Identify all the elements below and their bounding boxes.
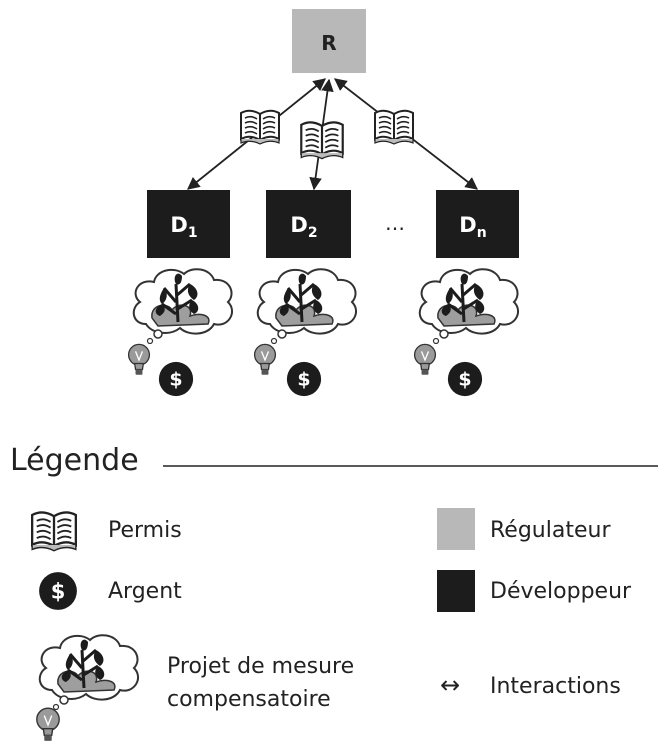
dollar-coin-icon (158, 361, 194, 397)
svg-text:D2: D2 (290, 213, 317, 241)
lightbulb-icon (127, 343, 151, 376)
ellipsis: … (385, 211, 405, 235)
developer-subscript: 1 (188, 225, 198, 241)
plant-cloud-icon (132, 267, 234, 344)
developer-subscript: n (477, 225, 487, 241)
legend-interactions-symbol: ↔ (440, 671, 460, 699)
dollar-coin-icon (286, 361, 322, 397)
developer-node-n: Dn (436, 190, 519, 258)
regulator-label: R (321, 31, 336, 55)
permit-icon (240, 109, 280, 145)
legend-developer-swatch (437, 570, 475, 612)
developer-node-2: D2 (266, 190, 351, 258)
legend-permit-label: Permis (108, 518, 182, 543)
svg-text:D1: D1 (170, 213, 197, 241)
developer-label: D (170, 213, 187, 237)
legend-regulator-label: Régulateur (490, 518, 611, 543)
plant-cloud-icon (418, 267, 520, 344)
legend: Légende Permis Argent Projet de mesure c… (10, 443, 658, 742)
legend-project-label-line2: compensatoire (167, 687, 331, 712)
plant-cloud-icon (38, 633, 140, 710)
open-book-icon (30, 511, 78, 552)
lightbulb-icon (253, 343, 277, 376)
developer-subscript: 2 (308, 225, 318, 241)
dollar-coin-icon (39, 572, 77, 610)
developer-label: D (290, 213, 307, 237)
permit-icon (300, 121, 344, 160)
lightbulb-icon (36, 707, 60, 742)
legend-interactions-label: Interactions (490, 674, 621, 699)
svg-text:Dn: Dn (459, 213, 486, 241)
legend-developer-label: Développeur (490, 579, 632, 604)
legend-regulator-swatch (437, 508, 475, 550)
permit-icon (374, 109, 414, 145)
developer-label: D (459, 213, 476, 237)
dollar-coin-icon (447, 361, 483, 397)
regulator-node: R (292, 9, 366, 73)
legend-title: Légende (10, 443, 139, 478)
lightbulb-icon (413, 343, 437, 376)
legend-project-label-line1: Projet de mesure (167, 654, 354, 679)
legend-money-label: Argent (108, 579, 182, 604)
plant-cloud-icon (256, 267, 358, 344)
developer-node-1: D1 (147, 190, 230, 258)
